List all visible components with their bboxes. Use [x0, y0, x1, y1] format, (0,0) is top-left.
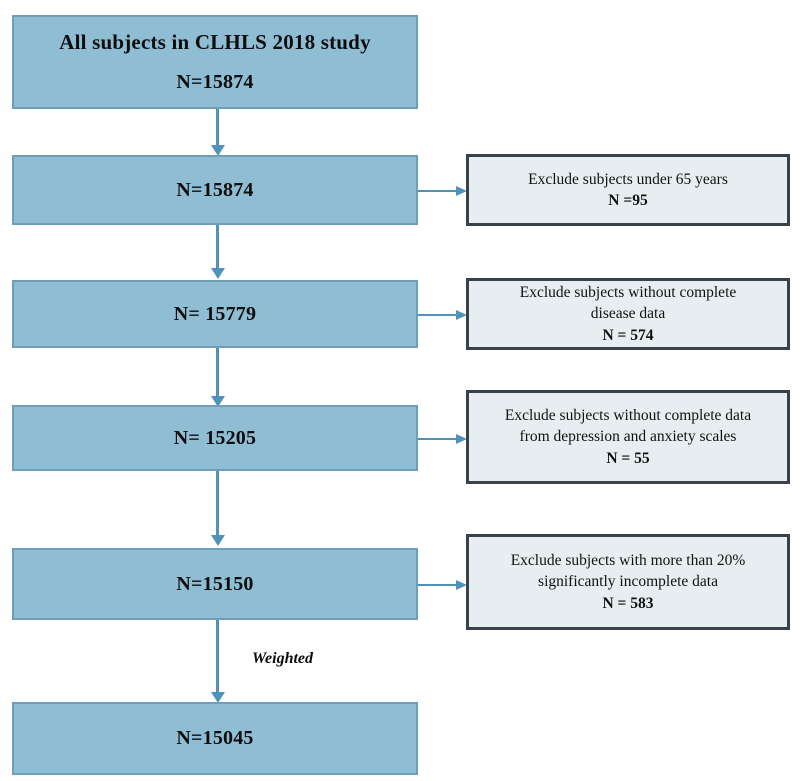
connector-arrow-right-1	[418, 186, 467, 196]
flow-node-count: N=15150	[176, 572, 254, 595]
exclusion-node-incomplete-data: Exclude subjects with more than 20% sign…	[466, 534, 790, 630]
connector-arrow-down-4	[211, 471, 225, 546]
connector-arrow-right-4	[418, 580, 467, 590]
exclusion-reason-line-2: significantly incomplete data	[538, 573, 718, 590]
connector-arrow-down-2	[211, 225, 225, 279]
flow-node-stage-4: N=15150	[12, 548, 418, 620]
flow-node-final: N=15045	[12, 702, 418, 775]
exclusion-reason-line-1: Exclude subjects without complete	[519, 284, 737, 302]
exclusion-reason-line-2: disease data	[590, 305, 666, 322]
exclusion-reason-line-1: Exclude subjects without complete data	[504, 407, 752, 425]
flow-node-title: All subjects in CLHLS 2018 study	[59, 30, 371, 55]
connector-arrow-down-1	[211, 109, 225, 156]
exclusion-reason-line-1: Exclude subjects under 65 years	[528, 170, 728, 188]
flow-node-stage-2: N= 15779	[12, 280, 418, 348]
connector-arrow-right-3	[418, 434, 467, 444]
exclusion-node-age: Exclude subjects under 65 years N =95	[466, 154, 790, 226]
exclusion-node-disease-data: Exclude subjects without complete diseas…	[466, 278, 790, 350]
exclusion-count: N =95	[608, 192, 648, 210]
exclusion-count: N = 583	[602, 594, 654, 612]
flow-node-count: N=15874	[176, 178, 254, 201]
flow-node-count: N= 15205	[173, 426, 257, 449]
exclusion-node-scales-data: Exclude subjects without complete data f…	[466, 390, 790, 484]
exclusion-reason-line-2: from depression and anxiety scales	[519, 428, 737, 445]
flow-node-count: N=15045	[176, 727, 254, 749]
flow-node-count: N= 15779	[173, 302, 257, 325]
connector-arrow-down-3	[211, 348, 225, 407]
flow-node-stage-3: N= 15205	[12, 405, 418, 471]
flow-node-all-subjects: All subjects in CLHLS 2018 study N=15874	[12, 15, 418, 109]
flow-node-stage-1: N=15874	[12, 155, 418, 225]
connector-arrow-right-2	[418, 310, 467, 320]
exclusion-count: N = 574	[602, 326, 654, 344]
exclusion-reason-line-1: Exclude subjects with more than 20%	[510, 552, 746, 570]
flow-node-count: N=15874	[176, 70, 254, 93]
exclusion-count: N = 55	[606, 449, 650, 467]
connector-arrow-down-5	[211, 620, 225, 703]
annotation-weighted: Weighted	[252, 650, 314, 667]
